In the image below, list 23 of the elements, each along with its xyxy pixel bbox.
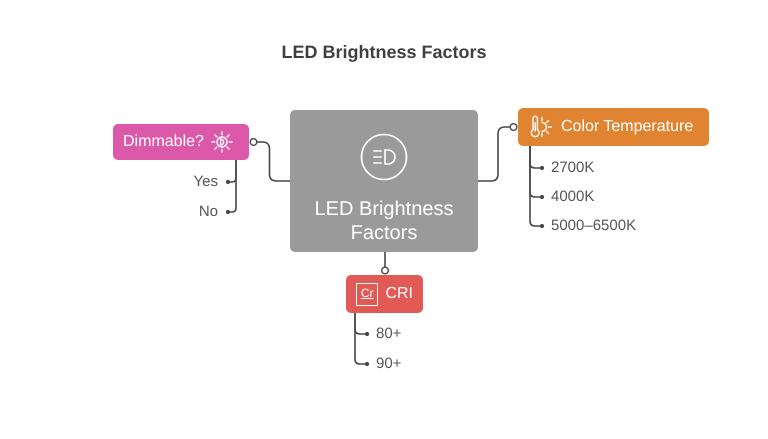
option-text: 2700K bbox=[542, 158, 594, 178]
category-title: Color Temperature bbox=[561, 118, 694, 136]
diagram-title: LED Brightness Factors bbox=[280, 41, 488, 63]
topic-title: LED Brightness Factors bbox=[314, 197, 454, 245]
option-text: 90+ bbox=[367, 354, 402, 374]
category-tag bbox=[113, 124, 249, 160]
option-text: Yes bbox=[194, 172, 228, 192]
category-tag bbox=[518, 108, 709, 146]
connector bbox=[226, 160, 237, 214]
category-tag bbox=[346, 275, 423, 313]
category-title: CRI bbox=[385, 285, 413, 303]
connector bbox=[529, 146, 544, 228]
element-symbol-tile: Cr bbox=[356, 282, 378, 306]
option-text: No bbox=[198, 202, 228, 222]
category-title: Dimmable? bbox=[123, 133, 204, 151]
connector bbox=[354, 313, 370, 366]
connector bbox=[478, 123, 518, 182]
option-text: 80+ bbox=[367, 324, 402, 344]
option-text: 5000–6500K bbox=[542, 216, 636, 236]
connector bbox=[250, 138, 290, 182]
central-topic-box bbox=[290, 110, 478, 252]
option-text: 4000K bbox=[542, 187, 594, 207]
connector bbox=[381, 252, 389, 274]
